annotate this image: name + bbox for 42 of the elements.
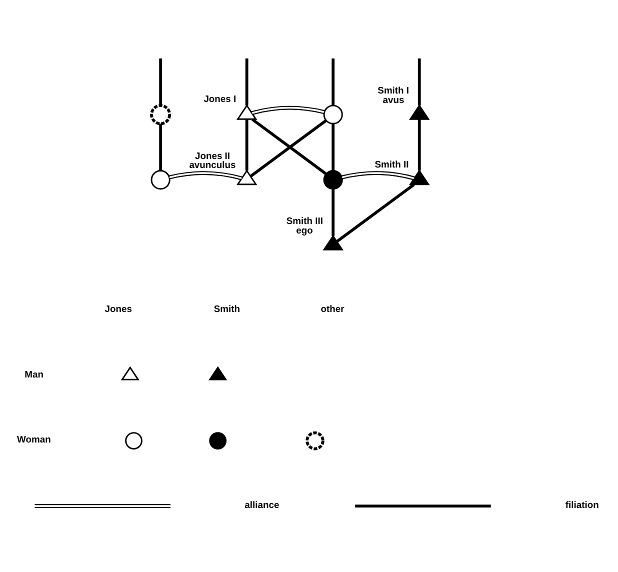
connector bbox=[245, 58, 248, 105]
connector bbox=[251, 105, 325, 115]
connector bbox=[245, 118, 248, 170]
node-triangle bbox=[236, 168, 258, 185]
node-triangle bbox=[236, 104, 258, 120]
label: Man bbox=[24, 368, 44, 379]
node-triangle bbox=[120, 366, 140, 380]
connector bbox=[336, 182, 415, 242]
node-label: avunculus bbox=[189, 158, 236, 170]
node-triangle bbox=[322, 234, 344, 250]
node-circle bbox=[209, 432, 227, 449]
node-circle bbox=[125, 432, 142, 449]
label: Woman bbox=[17, 433, 51, 444]
label: other bbox=[320, 302, 344, 314]
node-label: Jones I bbox=[204, 92, 236, 104]
node-circle bbox=[150, 104, 172, 125]
connector bbox=[418, 118, 421, 170]
node-circle bbox=[323, 170, 343, 190]
node-label: Smith III bbox=[286, 214, 323, 226]
connector bbox=[159, 58, 162, 105]
node-triangle bbox=[208, 366, 228, 380]
node-circle bbox=[150, 170, 170, 190]
connector bbox=[159, 123, 162, 170]
legend-label: filiation bbox=[565, 498, 599, 510]
node-label: Smith II bbox=[374, 158, 409, 169]
node-triangle bbox=[408, 104, 430, 120]
node-circle bbox=[306, 430, 324, 450]
node-label: Smith I bbox=[378, 84, 410, 96]
connector bbox=[341, 170, 415, 180]
node-label: Jones II bbox=[195, 149, 230, 160]
node-label: ego bbox=[296, 224, 313, 235]
connector bbox=[332, 123, 335, 170]
connector bbox=[418, 58, 421, 105]
legend-label: alliance bbox=[244, 498, 280, 510]
label: Smith bbox=[214, 302, 240, 314]
node-circle bbox=[323, 104, 343, 124]
connector bbox=[332, 188, 335, 236]
label: Jones bbox=[104, 302, 132, 314]
connector bbox=[168, 170, 242, 180]
node-label: avus bbox=[382, 93, 404, 104]
connector bbox=[332, 58, 335, 105]
node-triangle bbox=[408, 168, 430, 185]
